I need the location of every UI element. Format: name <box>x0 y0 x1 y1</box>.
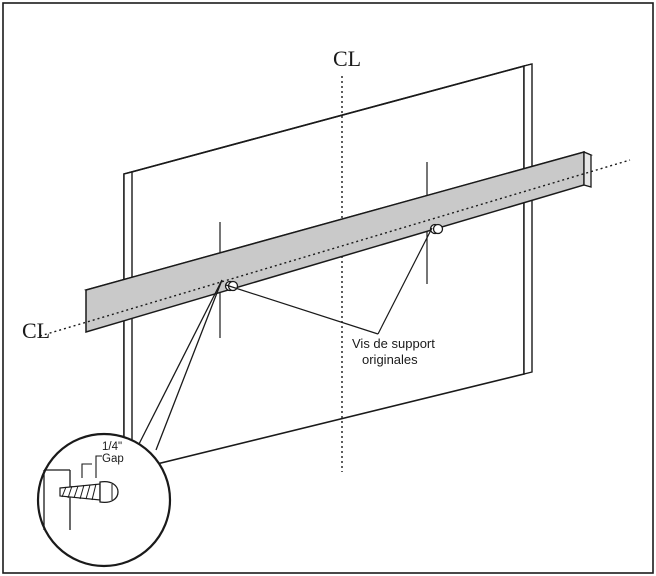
mounting-rail <box>83 151 593 334</box>
detail-callout-line-b <box>155 279 223 451</box>
gap-label-line2: Gap <box>102 453 124 465</box>
centerline-symbol-left: CL <box>22 318 50 343</box>
wall-panel <box>123 63 533 474</box>
detail-callout-line-a <box>137 279 223 447</box>
screw-right <box>429 223 444 235</box>
leader-line-left-screw <box>225 284 379 335</box>
centerline-symbol-top: CL <box>333 46 361 71</box>
screws-label-line2: originales <box>362 352 418 367</box>
screws-label-line1: Vis de support <box>352 336 435 351</box>
detail-screw <box>59 480 119 504</box>
gap-label-line1: 1/4" <box>102 441 122 453</box>
centerline-symbol-top-c: CL <box>333 46 361 71</box>
leader-line-right-screw <box>377 227 433 335</box>
